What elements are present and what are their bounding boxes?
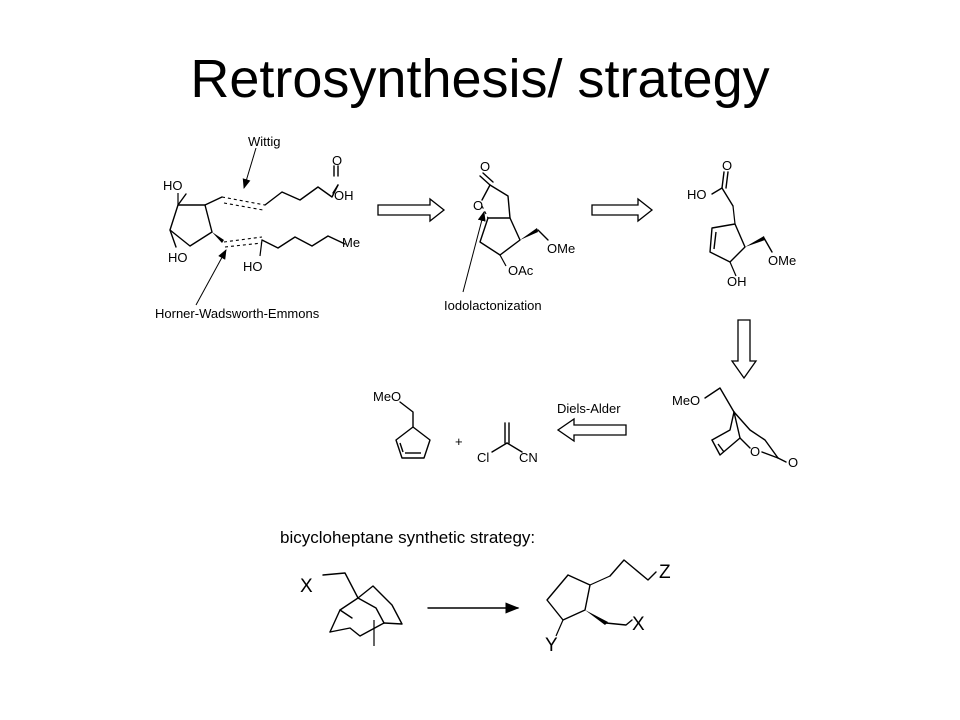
atom-label-oh: OH	[334, 188, 354, 203]
slide-title: Retrosynthesis/ strategy	[190, 49, 770, 109]
bicyclic-lactone-structure	[704, 387, 787, 463]
retrosynthesis-arrow	[730, 319, 758, 380]
atom-label-meo: MeO	[672, 393, 700, 408]
annotation-diels-alder: Diels-Alder	[557, 401, 621, 416]
annotation-wittig: Wittig	[248, 134, 281, 149]
atom-label-ome: OMe	[768, 253, 796, 268]
atom-label-ome: OMe	[547, 241, 575, 256]
retrosynthesis-arrow	[591, 197, 654, 223]
atom-label-o: O	[480, 159, 490, 174]
atom-label-o: O	[788, 455, 798, 470]
bicycloheptane-structure	[322, 572, 403, 646]
atom-label-cn: CN	[519, 450, 538, 465]
atom-label-o: O	[722, 158, 732, 173]
atom-label-ho: HO	[687, 187, 707, 202]
atom-label-o: O	[473, 198, 483, 213]
atom-label-ho: HO	[243, 259, 263, 274]
retrosynthesis-arrow	[556, 417, 627, 443]
atom-label-o: O	[332, 153, 342, 168]
annotation-iodolactonization: Iodolactonization	[444, 298, 542, 313]
lactone-intermediate-structure	[462, 172, 549, 293]
retrosynthesis-arrow	[377, 197, 446, 223]
atom-label-ho: HO	[163, 178, 183, 193]
substituent-x: X	[632, 614, 645, 635]
substituent-y: Y	[545, 635, 558, 656]
atom-label-oac: OAc	[508, 263, 534, 278]
plus-sign: +	[455, 434, 463, 449]
atom-label-o: O	[750, 444, 760, 459]
atom-label-oh: OH	[727, 274, 747, 289]
chloroacrylonitrile-structure	[491, 422, 523, 453]
substituted-cyclopentane-structure	[546, 559, 657, 637]
atom-label-meo: MeO	[373, 389, 401, 404]
atom-label-me: Me	[342, 235, 360, 250]
annotation-horner-wadsworth-emmons: Horner-Wadsworth-Emmons	[155, 306, 320, 321]
atom-label-cl: Cl	[477, 450, 489, 465]
methoxymethyl-cyclopentadiene-structure	[395, 401, 431, 459]
substituent-z: Z	[659, 562, 671, 583]
substituent-x: X	[300, 576, 313, 597]
strategy-heading: bicycloheptane synthetic strategy:	[280, 528, 535, 547]
cyclopentene-acid-structure	[709, 171, 773, 277]
atom-label-ho: HO	[168, 250, 188, 265]
prostaglandin-target-structure	[169, 147, 346, 306]
